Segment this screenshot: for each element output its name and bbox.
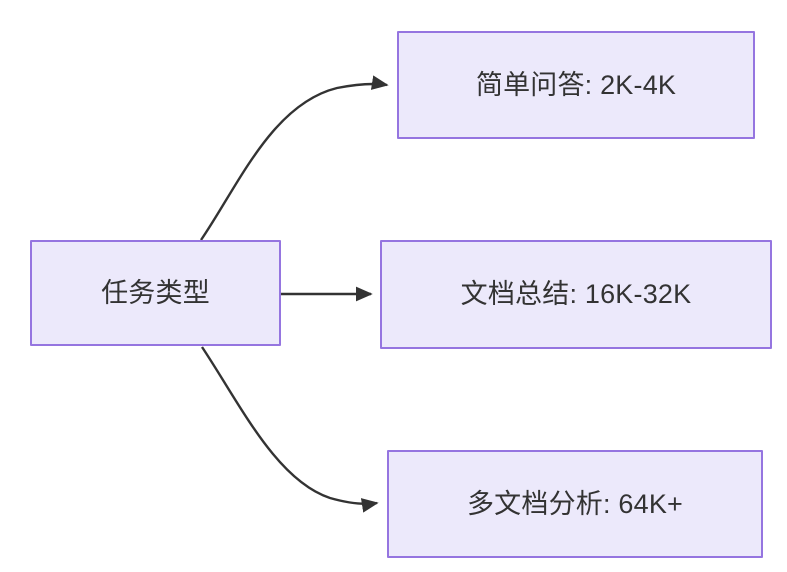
- edge-root-to-multi-doc: [201, 346, 379, 513]
- node-simple-qa-label: 简单问答: 2K-4K: [475, 69, 677, 100]
- node-doc-summary[interactable]: 文档总结: 16K-32K: [380, 240, 772, 349]
- node-simple-qa[interactable]: 简单问答: 2K-4K: [397, 31, 755, 139]
- node-multi-doc-analysis[interactable]: 多文档分析: 64K+: [387, 450, 763, 558]
- node-task-type-label: 任务类型: [101, 277, 210, 308]
- node-task-type[interactable]: 任务类型: [30, 240, 281, 346]
- edge-root-to-simple-qa: [200, 75, 389, 241]
- node-multi-doc-analysis-label: 多文档分析: 64K+: [466, 488, 683, 519]
- node-doc-summary-label: 文档总结: 16K-32K: [460, 279, 692, 310]
